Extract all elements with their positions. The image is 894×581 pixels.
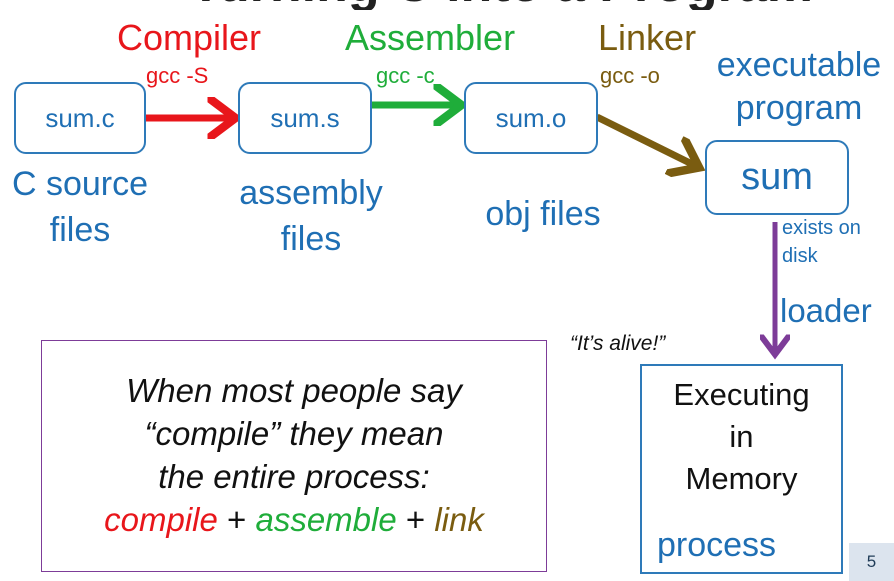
object-desc-line: obj files xyxy=(485,195,601,233)
source-file-box: sum.c xyxy=(14,82,146,154)
executable-file-name: sum xyxy=(741,156,813,198)
assembler-command: gcc -c xyxy=(376,63,435,88)
executable-file-box: sum xyxy=(705,140,849,215)
executable-program-desc: executable program xyxy=(704,44,894,129)
object-files-desc: obj files xyxy=(470,192,616,238)
linker-command: gcc -o xyxy=(600,63,660,88)
memory-text: Executing in Memory xyxy=(642,374,841,500)
source-files-desc: C source files xyxy=(0,162,160,254)
note-line: When most people say xyxy=(126,372,462,410)
linker-label: Linker xyxy=(598,17,697,58)
executable-desc-line: program xyxy=(735,88,863,127)
assembly-desc-line: files xyxy=(280,219,342,258)
memory-line: Memory xyxy=(685,460,798,496)
compiler-command: gcc -S xyxy=(146,63,209,88)
process-label: process xyxy=(657,526,777,564)
slide-title: Turning C into a Program xyxy=(190,0,813,10)
exists-on-disk-note: exists on disk xyxy=(782,214,861,270)
object-file-name: sum.o xyxy=(495,102,567,133)
compile-meaning-note: When most people say “compile” they mean… xyxy=(41,340,547,572)
loader-label: loader xyxy=(780,292,872,329)
memory-box: Executing in Memory process xyxy=(640,364,843,574)
note-formula: compile + assemble + link xyxy=(104,499,484,542)
note-line: the entire process: xyxy=(158,458,430,495)
assembly-desc-line: assembly xyxy=(239,174,383,212)
note-assemble: assemble xyxy=(255,500,397,538)
note-plus: + xyxy=(405,500,426,538)
alive-quote: “It’s alive!” xyxy=(570,332,666,355)
slide-title-clipped: Turning C into a Program xyxy=(0,0,894,10)
memory-line: in xyxy=(729,418,754,454)
note-line: “compile” they mean xyxy=(144,415,444,453)
link-arrow xyxy=(595,113,696,166)
source-desc-line: C source xyxy=(11,165,149,203)
executable-desc-line: executable xyxy=(716,46,882,84)
source-desc-line: files xyxy=(49,210,111,249)
note-link: link xyxy=(434,500,484,538)
disk-note-line: disk xyxy=(782,245,818,267)
assembler-label: Assembler xyxy=(345,17,516,58)
assembly-files-desc: assembly files xyxy=(222,171,400,263)
assembly-file-box: sum.s xyxy=(238,82,372,154)
note-plus: + xyxy=(227,500,247,538)
compiler-label: Compiler xyxy=(117,17,262,58)
memory-line: Executing xyxy=(673,377,810,412)
assembly-file-name: sum.s xyxy=(270,102,340,133)
source-file-name: sum.c xyxy=(45,102,115,133)
object-file-box: sum.o xyxy=(464,82,598,154)
page-number: 5 xyxy=(849,543,894,581)
disk-note-line: exists on xyxy=(782,217,861,239)
note-compile: compile xyxy=(104,500,218,538)
